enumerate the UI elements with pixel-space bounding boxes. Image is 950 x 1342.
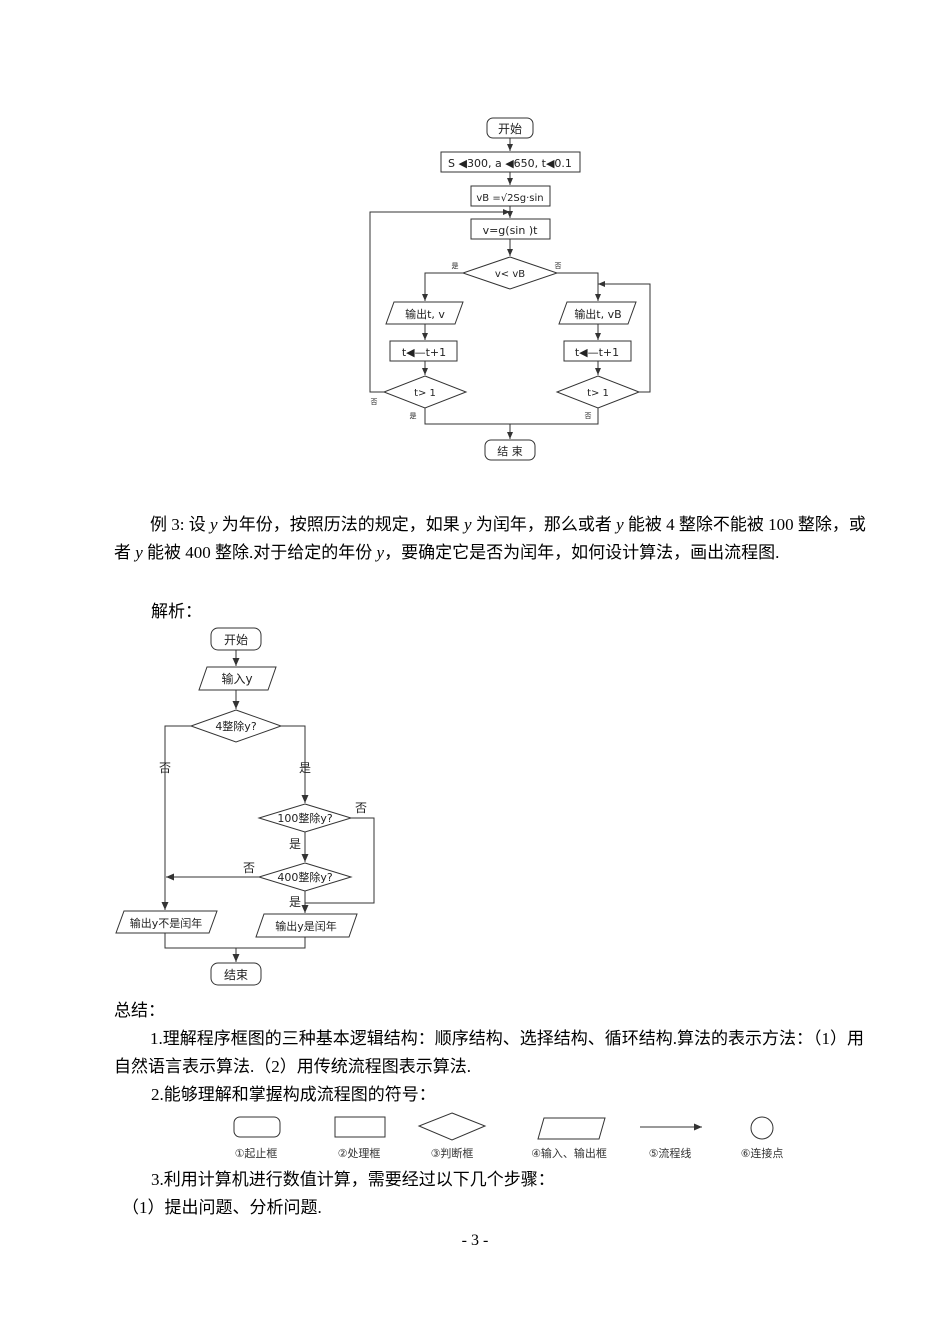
fc1-start-text: 开始 (498, 122, 522, 136)
fc2-d4-diamond (189, 709, 283, 743)
fc1-vb-text: vB =√2Sg·sin (476, 193, 543, 204)
fc1-out-left (385, 301, 464, 325)
analysis-label: 解析： (151, 602, 202, 621)
ex3-text-e: 能被 400 整除.对于给定的年份 (142, 543, 377, 562)
symbol-label-process: ②处理框 (338, 1147, 381, 1160)
process-symbol (334, 1116, 386, 1138)
fc1-end-box (484, 439, 536, 461)
ex3-var-y: y (616, 515, 624, 534)
fc1-end-text: 结 束 (497, 445, 523, 458)
symbol-label-flowline: ⑤流程线 (649, 1146, 692, 1160)
fc1-inc-right-text: t◀—t+1 (575, 346, 619, 359)
symbol-label-decision: ③判断框 (431, 1146, 474, 1160)
io-symbol (537, 1117, 606, 1140)
fc1-v-text: v=g(sin )t (483, 224, 539, 237)
fc1-out-left-text: 输出t, v (405, 307, 445, 321)
fc2-out-not-text: 输出y不是闰年 (130, 916, 203, 930)
ex3-text-d: 能被 4 整除不能被 100 整除，或者 (114, 515, 866, 562)
fc2-out-not-box (115, 910, 218, 934)
fc2-out-leap-box (255, 913, 358, 938)
ex3-var-y: y (464, 515, 472, 534)
summary-title: 总结： (114, 1001, 165, 1020)
fc2-yes3: 是 (289, 895, 301, 909)
fc2-d400-text: 400整除y? (277, 870, 333, 884)
fc2-d4-text: 4整除y? (215, 719, 257, 733)
fc2-start-text: 开始 (224, 633, 248, 647)
symbol-label-io: ④输入、输出框 (531, 1146, 607, 1160)
summary-item-1: 1.理解程序框图的三种基本逻辑结构：顺序结构、选择结构、循环结构.算法的表示方法… (114, 1029, 864, 1076)
fc1-cond-text: v< vB (495, 269, 525, 280)
ex3-var-y: y (376, 543, 385, 562)
fc2-input-box (198, 666, 277, 691)
ex3-var-y: y (135, 543, 143, 562)
fc1-loop-left-text: t> 1 (414, 388, 436, 399)
fc2-end-text: 结束 (224, 968, 248, 982)
symbol-label-terminal: ①起止框 (235, 1147, 278, 1160)
fc2-input-text: 输入y (221, 671, 252, 686)
decision-symbol (417, 1112, 487, 1141)
fc2-yes2: 是 (289, 837, 301, 851)
fc1-cond-diamond (461, 256, 559, 290)
fc2-start-box (210, 627, 262, 651)
fc2-yes1: 是 (299, 761, 311, 775)
ex3-text-f: ，要确定它是否为闰年，如何设计算法，画出流程图. (384, 543, 780, 562)
fc2-d100-diamond (257, 803, 353, 833)
fc1-cond-yes: 是 (452, 262, 459, 270)
fc2-no1: 否 (159, 761, 171, 775)
fc2-d100-text: 100整除y? (277, 811, 333, 825)
ex3-text-c: 为闰年，那么或者 (471, 515, 617, 534)
fc1-loop-left-yes: 是 (410, 412, 417, 420)
fc1-inc-left-text: t◀—t+1 (402, 346, 446, 359)
fc1-cond-no: 否 (555, 262, 562, 270)
fc1-inc-left (389, 340, 458, 362)
connector-symbol (750, 1116, 774, 1140)
example-3-paragraph: 例 3: 设 y 为年份，按照历法的规定，如果 y 为闰年，那么或者 y 能被 … (114, 511, 874, 567)
terminal-symbol (233, 1116, 281, 1138)
fc1-loop-right-text: t> 1 (587, 388, 609, 399)
fc1-out-right-text: 输出t, vB (574, 307, 621, 321)
ex3-text-a: 例 3: 设 (150, 515, 210, 534)
fc1-loop-left-no: 否 (371, 398, 378, 406)
fc1-loop-right-yes: 否 (585, 412, 592, 420)
fc1-init-text: S ◀300, a ◀650, t◀0.1 (448, 157, 572, 170)
fc2-no2: 否 (355, 801, 367, 815)
page-number: - 3 - (461, 1232, 489, 1249)
fc2-no3: 否 (243, 861, 255, 875)
ex3-text-b: 为年份，按照历法的规定，如果 (217, 515, 465, 534)
fc2-d400-diamond (257, 862, 353, 892)
summary-item-3: 3.利用计算机进行数值计算，需要经过以下几个步骤： (151, 1170, 555, 1189)
summary-item-3-step-1: （1）提出问题、分析问题. (122, 1198, 322, 1217)
fc1-out-right (558, 301, 637, 325)
summary-item-2: 2.能够理解和掌握构成流程图的符号： (151, 1085, 436, 1104)
flowchart-1: 开始 S ◀300, a ◀650, t◀0.1 vB =√2Sg·sin v=… (369, 117, 651, 461)
ex3-var-y: y (209, 515, 218, 534)
symbol-label-connector: ⑥连接点 (741, 1147, 784, 1160)
fc2-out-leap-text: 输出y是闰年 (275, 919, 337, 933)
fc2-end-box (210, 962, 262, 986)
